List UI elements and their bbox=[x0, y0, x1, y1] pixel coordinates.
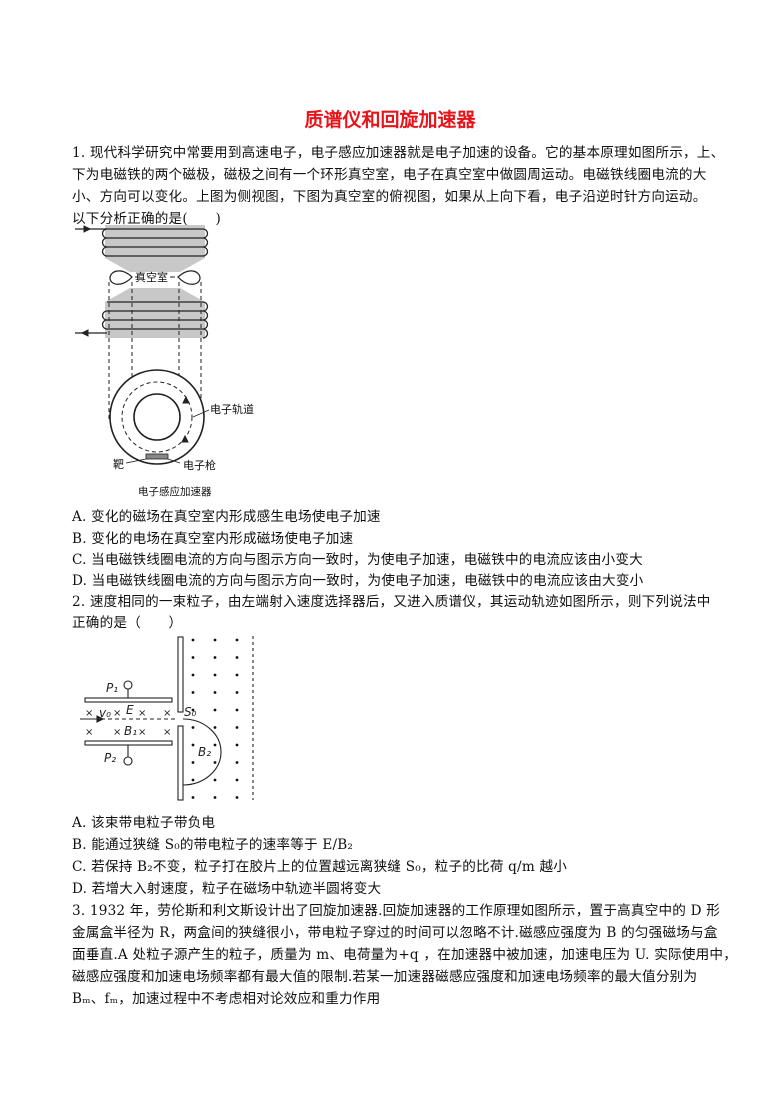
b1-label: B₁ bbox=[124, 724, 137, 738]
figure-caption: 电子感应加速器 bbox=[138, 485, 212, 498]
field-dot bbox=[191, 638, 195, 642]
page-title: 质谱仪和回旋加速器 bbox=[304, 109, 476, 131]
mass-spectrometer-figure bbox=[80, 636, 254, 801]
q2-option-a: A. 该束带电粒子带负电 bbox=[72, 815, 216, 831]
q2-option-c: C. 若保持 B₂不变，粒子打在胶片上的位置越远离狭缝 S₀，粒子的比荷 q/m… bbox=[72, 859, 568, 875]
e-label: E bbox=[126, 703, 134, 717]
field-dot bbox=[191, 673, 195, 677]
betatron-figure bbox=[75, 225, 210, 465]
field-dot bbox=[235, 726, 239, 729]
q3-text-line: 金属盒半径为 R，两盒间的狭缝很小，带电粒子穿过的时间可以忽略不计.磁感应强度为… bbox=[72, 925, 718, 941]
field-dot bbox=[213, 691, 217, 694]
field-dot bbox=[191, 796, 195, 799]
electron-orbit-label: 电子轨道 bbox=[210, 402, 254, 416]
field-dot bbox=[191, 761, 195, 764]
q3-text-line: 磁感应强度和加速电场频率都有最大值的限制.若某一加速器磁感应强度和加速电场频率的… bbox=[72, 969, 698, 985]
electron-gun-label: 电子枪 bbox=[183, 458, 216, 472]
q2-text-line: 正确的是（ ） bbox=[72, 615, 183, 631]
p1-label: P₁ bbox=[106, 681, 118, 695]
field-dot bbox=[235, 778, 239, 782]
field-dot bbox=[235, 796, 239, 799]
field-dot bbox=[235, 743, 239, 747]
p2-label: P₂ bbox=[104, 751, 116, 765]
q2-option-b: B. 能通过狭缝 S₀的带电粒子的速率等于 E/B₂ bbox=[72, 837, 354, 853]
cross-mark: × bbox=[138, 727, 146, 738]
cross-mark: × bbox=[85, 727, 93, 738]
field-dot bbox=[213, 743, 217, 747]
s0-label: S₀ bbox=[184, 705, 197, 719]
field-dot bbox=[235, 656, 239, 659]
cross-mark: × bbox=[163, 727, 171, 738]
q3-text-line: 面垂直.A 处粒子源产生的粒子，质量为 m、电荷量为+q ，在加速器中被加速，加… bbox=[72, 947, 737, 963]
q1-text-line: 以下分析正确的是( ) bbox=[72, 211, 221, 227]
field-dot bbox=[213, 673, 217, 677]
field-dot bbox=[191, 708, 195, 712]
field-dot bbox=[235, 691, 239, 694]
v0-label: v₀ bbox=[99, 706, 111, 720]
field-dot bbox=[235, 761, 239, 764]
q1-text-line: 小、方向可以变化。上图为侧视图，下图为真空室的俯视图，如果从上向下看，电子沿逆时… bbox=[72, 189, 707, 205]
vacuum-chamber-label: 真空室 bbox=[135, 270, 168, 284]
q2-text-line: 2. 速度相同的一束粒子，由左端射入速度选择器后，又进入质谱仪，其运动轨迹如图所… bbox=[72, 594, 711, 610]
field-dot bbox=[191, 726, 195, 729]
field-dot bbox=[191, 743, 195, 747]
field-dot bbox=[191, 656, 195, 659]
q1-option-a: A. 变化的磁场在真空室内形成感生电场使电子加速 bbox=[72, 509, 381, 525]
field-dot bbox=[213, 778, 217, 782]
q1-text-line: 下为电磁铁的两个磁极，磁极之间有一个环形真空室，电子在真空室中做圆周运动。电磁铁… bbox=[72, 167, 707, 183]
q3-text-line: Bₘ、fₘ，加速过程中不考虑相对论效应和重力作用 bbox=[72, 991, 381, 1007]
q1-option-c: C. 当电磁铁线圈电流的方向与图示方向一致时，为使电子加速，电磁铁中的电流应该由… bbox=[72, 552, 643, 568]
field-dot bbox=[213, 638, 217, 642]
q1-text-line: 1. 现代科学研究中常要用到高速电子，电子感应加速器就是电子加速的设备。它的基本… bbox=[72, 145, 725, 161]
field-dot bbox=[213, 761, 217, 764]
target-label: 靶 bbox=[113, 458, 124, 471]
q2-option-d: D. 若增大入射速度，粒子在磁场中轨迹半圆将变大 bbox=[72, 881, 382, 897]
field-dot bbox=[213, 796, 217, 799]
field-dot bbox=[213, 726, 217, 729]
field-dot bbox=[235, 708, 239, 712]
q3-text-line: 3. 1932 年，劳伦斯和利文斯设计出了回旋加速器.回旋加速器的工作原理如图所… bbox=[72, 903, 721, 919]
cross-mark: × bbox=[163, 708, 171, 719]
cross-mark: × bbox=[113, 708, 121, 719]
field-dot bbox=[191, 691, 195, 694]
field-dot bbox=[213, 708, 217, 712]
field-dot bbox=[191, 778, 195, 782]
field-dot bbox=[213, 656, 217, 659]
field-dot bbox=[235, 673, 239, 677]
q1-option-d: D. 当电磁铁线圈电流的方向与图示方向一致时，为使电子加速，电磁铁中的电流应该由… bbox=[72, 573, 644, 589]
b2-label: B₂ bbox=[198, 745, 211, 759]
q1-option-b: B. 变化的电场在真空室内形成磁场使电子加速 bbox=[72, 531, 354, 547]
field-dot bbox=[235, 638, 239, 642]
cross-mark: × bbox=[113, 727, 121, 738]
cross-mark: × bbox=[85, 708, 93, 719]
cross-mark: × bbox=[138, 708, 146, 719]
